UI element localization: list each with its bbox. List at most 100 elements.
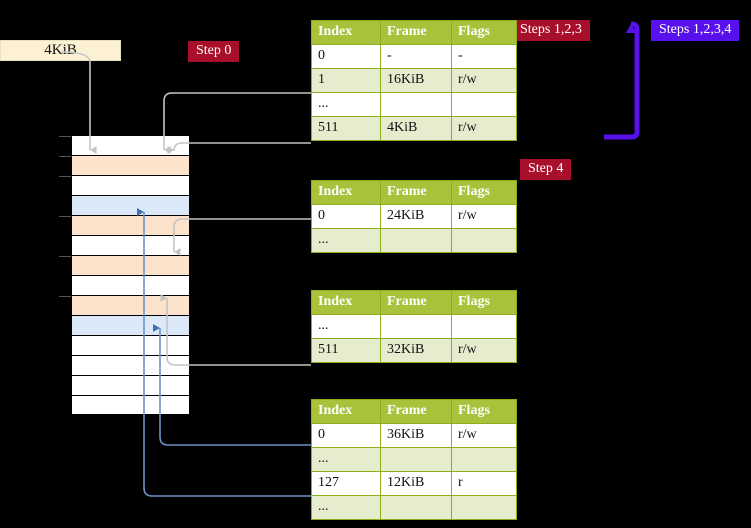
- memory-frame-row: [71, 375, 190, 395]
- steps-123-badge-label: Steps 1,2,3: [520, 22, 582, 37]
- cell-frame: 12KiB: [380, 471, 452, 496]
- cell-index: 511: [311, 338, 381, 363]
- table-row: 0 24KiB r/w: [311, 204, 517, 229]
- column-header-index: Index: [311, 20, 381, 45]
- table-header-row: Index Frame Flags: [311, 20, 517, 45]
- memory-frame-row: [71, 155, 190, 175]
- column-header-flags: Flags: [451, 290, 517, 315]
- memory-frame-row: [71, 215, 190, 235]
- page-table-level-4: Index Frame Flags 0 36KiB r/w ... 127 12…: [311, 399, 517, 520]
- cell-frame: 36KiB: [380, 423, 452, 448]
- page-table-level-2: Index Frame Flags 0 24KiB r/w ...: [311, 180, 517, 253]
- steps-123-badge: Steps 1,2,3: [512, 20, 590, 41]
- memory-frame-row: [71, 295, 190, 315]
- cell-frame: [380, 314, 452, 339]
- cell-index: 511: [311, 116, 381, 141]
- memory-frame-row: [71, 195, 190, 215]
- steps-1234-badge: Steps 1,2,3,4: [651, 20, 740, 41]
- cell-frame: [380, 495, 452, 520]
- memory-tick: [59, 136, 71, 137]
- cell-flags: [451, 92, 517, 117]
- memory-tick: [59, 176, 71, 177]
- cell-flags: r: [451, 471, 517, 496]
- cell-flags: [451, 314, 517, 339]
- step-4-badge: Step 4: [520, 159, 572, 180]
- memory-tick: [59, 216, 71, 217]
- table-row: ...: [311, 92, 517, 117]
- cell-index: ...: [311, 447, 381, 472]
- cell-flags: [451, 495, 517, 520]
- steps-1234-arrow: [604, 21, 640, 140]
- connector-pt1-511-branch: [167, 142, 311, 154]
- memory-tick: [59, 256, 71, 257]
- table-row: 0 - -: [311, 44, 517, 69]
- column-header-frame: Frame: [380, 399, 452, 424]
- connector-pt2-0-to-frame: [173, 218, 311, 256]
- cell-index: 0: [311, 204, 381, 229]
- table-row: ...: [311, 495, 517, 520]
- cell-frame: -: [380, 44, 452, 69]
- table-row: ...: [311, 447, 517, 472]
- step-4-badge-label: Step 4: [528, 161, 564, 176]
- cell-flags: r/w: [451, 68, 517, 93]
- table-row: 511 4KiB r/w: [311, 116, 517, 141]
- table-row: 0 36KiB r/w: [311, 423, 517, 448]
- table-row: 1 16KiB r/w: [311, 68, 517, 93]
- cell-frame: 32KiB: [380, 338, 452, 363]
- memory-frame-row: [71, 255, 190, 275]
- memory-frame-row: [71, 235, 190, 255]
- table-row: ...: [311, 314, 517, 339]
- size-label-4kib: 4KiB: [0, 40, 121, 61]
- memory-frame-row: [71, 355, 190, 375]
- memory-frame-row: [71, 335, 190, 355]
- memory-frame-row: [71, 275, 190, 295]
- cell-frame: [380, 447, 452, 472]
- memory-tick: [59, 156, 71, 157]
- size-label-text: 4KiB: [44, 42, 77, 58]
- column-header-frame: Frame: [380, 290, 452, 315]
- table-header-row: Index Frame Flags: [311, 290, 517, 315]
- cell-flags: r/w: [451, 116, 517, 141]
- cell-index: ...: [311, 495, 381, 520]
- table-row: 127 12KiB r: [311, 471, 517, 496]
- table-row: 511 32KiB r/w: [311, 338, 517, 363]
- cell-flags: r/w: [451, 204, 517, 229]
- cell-index: 127: [311, 471, 381, 496]
- cell-frame: [380, 92, 452, 117]
- step-0-badge: Step 0: [188, 41, 240, 62]
- cell-flags: [451, 447, 517, 472]
- cell-frame: [380, 228, 452, 253]
- column-header-flags: Flags: [451, 180, 517, 205]
- cell-frame: 4KiB: [380, 116, 452, 141]
- steps-1234-badge-label: Steps 1,2,3,4: [659, 22, 732, 37]
- cell-flags: -: [451, 44, 517, 69]
- column-header-index: Index: [311, 399, 381, 424]
- memory-frame-row: [71, 175, 190, 195]
- cell-index: 1: [311, 68, 381, 93]
- cell-index: ...: [311, 314, 381, 339]
- column-header-index: Index: [311, 180, 381, 205]
- physical-memory-column: [71, 135, 190, 415]
- table-header-row: Index Frame Flags: [311, 180, 517, 205]
- column-header-index: Index: [311, 290, 381, 315]
- step-0-badge-label: Step 0: [196, 43, 232, 58]
- cell-index: ...: [311, 92, 381, 117]
- column-header-flags: Flags: [451, 20, 517, 45]
- column-header-flags: Flags: [451, 399, 517, 424]
- column-header-frame: Frame: [380, 20, 452, 45]
- table-row: ...: [311, 228, 517, 253]
- memory-frame-row: [71, 395, 190, 415]
- memory-frame-row: [71, 315, 190, 335]
- page-table-level-3: Index Frame Flags ... 511 32KiB r/w: [311, 290, 517, 363]
- cell-frame: 24KiB: [380, 204, 452, 229]
- memory-tick: [59, 296, 71, 297]
- column-header-frame: Frame: [380, 180, 452, 205]
- cell-index: 0: [311, 423, 381, 448]
- cell-flags: [451, 228, 517, 253]
- cell-frame: 16KiB: [380, 68, 452, 93]
- table-header-row: Index Frame Flags: [311, 399, 517, 424]
- cell-flags: r/w: [451, 338, 517, 363]
- cell-flags: r/w: [451, 423, 517, 448]
- cell-index: 0: [311, 44, 381, 69]
